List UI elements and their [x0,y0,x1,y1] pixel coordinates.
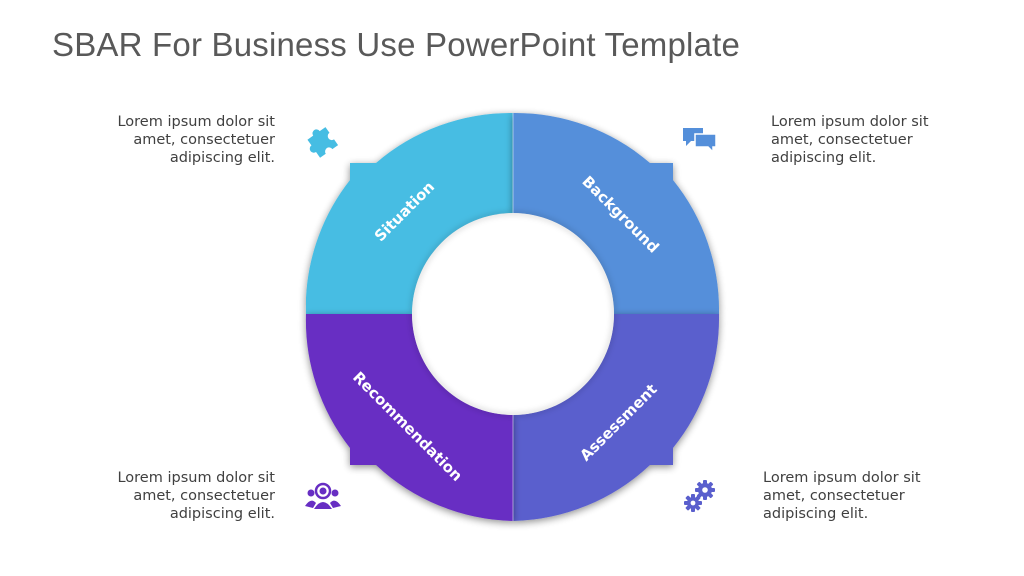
recommendation-segment [305,314,513,521]
assessment-description: Lorem ipsum dolor sit amet, consectetuer… [763,470,921,522]
center-hole [412,213,614,415]
background-segment [513,112,720,315]
chat-bubbles-icon [683,128,717,154]
slide-title: SBAR For Business Use PowerPoint Templat… [52,26,741,63]
gears-icon [684,480,715,512]
situation-segment [305,112,513,314]
people-group-icon [305,482,341,509]
situation-description: Lorem ipsum dolor sit amet, consectetuer… [117,114,275,166]
assessment-segment [513,314,720,521]
background-description: Lorem ipsum dolor sit amet, consectetuer… [771,114,929,166]
puzzle-icon [307,127,339,158]
recommendation-description: Lorem ipsum dolor sit amet, consectetuer… [117,470,275,522]
